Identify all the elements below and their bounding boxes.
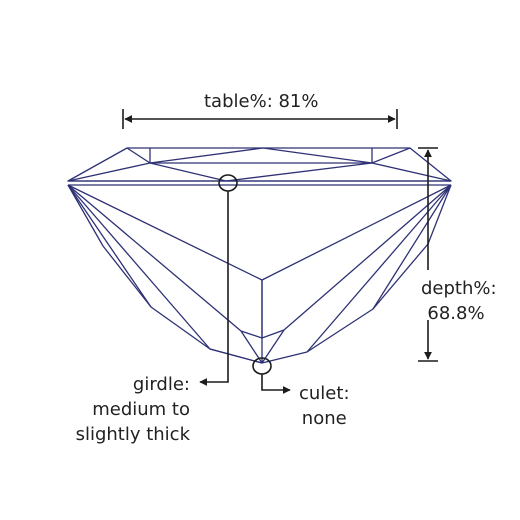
diamond-outline [67, 147, 452, 364]
culet-label-title: culet: [299, 383, 350, 404]
pavilion-outline [67, 184, 452, 364]
table-percent-label: table%: 81% [204, 91, 319, 112]
girdle-label-value-1: medium to [92, 399, 190, 420]
table-facet [149, 148, 373, 164]
crown-outline [67, 147, 452, 182]
depth-dimension [418, 147, 438, 362]
girdle-marker-circle [218, 174, 238, 192]
girdle-label-value-2: slightly thick [75, 424, 190, 445]
girdle-label-title: girdle: [132, 374, 190, 395]
girdle-callout [199, 174, 238, 386]
culet-callout [252, 357, 291, 394]
culet-label-value: none [301, 408, 347, 429]
depth-percent-label: depth%: 68.8% [421, 276, 497, 326]
girdle-label: girdle: medium to slightly thick [76, 372, 190, 447]
depth-label-value: 68.8% [427, 303, 485, 324]
culet-label: culet: none [299, 381, 350, 431]
depth-label-title: depth%: [421, 278, 497, 299]
table-dimension [122, 109, 398, 129]
